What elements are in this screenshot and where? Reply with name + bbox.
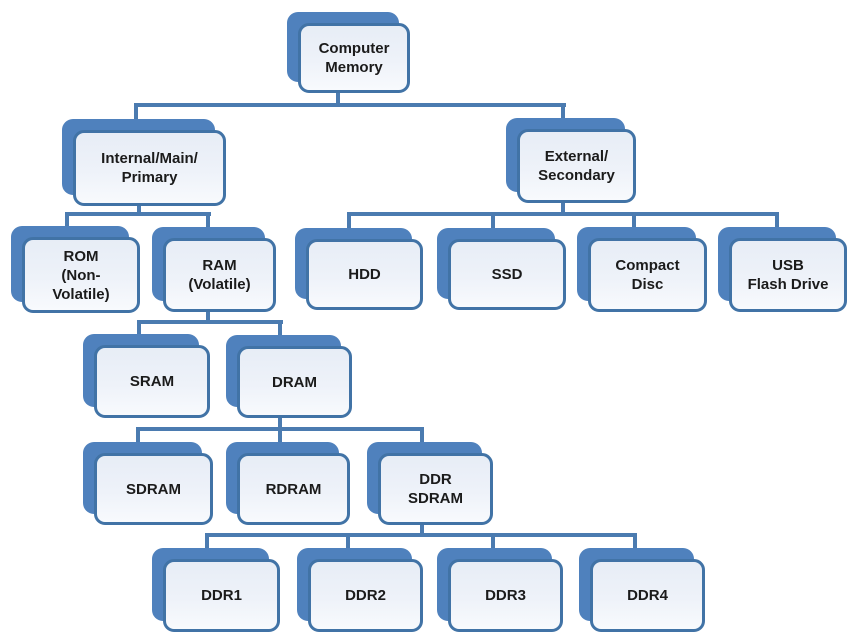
node-label: SDRAM: [126, 480, 181, 498]
node-label: DDR2: [345, 587, 386, 604]
node-card: RDRAM: [237, 453, 350, 525]
connector-dram-stub: [278, 415, 282, 428]
connector-rdram-drop: [278, 427, 282, 443]
connector-ddr-sdram-stub: [420, 522, 424, 535]
connector-internal-stub: [137, 203, 141, 213]
node-label: DDR SDRAM: [408, 471, 463, 507]
node-sram: SRAM: [83, 334, 210, 418]
node-usb-flash-drive: USB Flash Drive: [718, 227, 847, 312]
node-card: SRAM: [94, 345, 210, 418]
node-sdram: SDRAM: [83, 442, 213, 525]
node-card: DDR3: [448, 559, 563, 632]
connector-sdram-drop: [136, 427, 140, 443]
node-label: Internal/Main/ Primary: [101, 150, 198, 186]
node-card: RAM (Volatile): [163, 238, 276, 312]
node-label: SSD: [491, 266, 523, 283]
node-rom: ROM (Non- Volatile): [11, 226, 140, 313]
node-computer-memory: Computer Memory: [287, 12, 410, 93]
node-card: Compact Disc: [588, 238, 707, 312]
node-card: ROM (Non- Volatile): [22, 237, 140, 313]
node-card: SSD: [448, 239, 566, 310]
node-label: USB Flash Drive: [747, 257, 829, 293]
node-card: DDR SDRAM: [378, 453, 493, 525]
connector-level1-hline: [134, 103, 566, 107]
node-card: SDRAM: [94, 453, 213, 525]
node-external-secondary: External/ Secondary: [506, 118, 636, 203]
node-card: DDR2: [308, 559, 423, 632]
node-label: DDR3: [485, 587, 526, 604]
connector-rom-drop: [65, 212, 69, 227]
connector-ddr2-drop: [346, 533, 350, 549]
node-label: DDR4: [627, 587, 668, 604]
connector-ddr4-drop: [633, 533, 637, 549]
node-card: HDD: [306, 239, 423, 310]
connector-usb-drop: [775, 212, 779, 228]
connector-ram-drop: [206, 212, 210, 228]
node-rdram: RDRAM: [226, 442, 350, 525]
node-label: DRAM: [272, 373, 317, 391]
connector-ddr3-drop: [491, 533, 495, 549]
node-label: Computer Memory: [318, 40, 390, 76]
node-label: DDR1: [201, 587, 242, 604]
node-card: USB Flash Drive: [729, 238, 847, 312]
node-ddr-sdram: DDR SDRAM: [367, 442, 493, 525]
node-card: DDR4: [590, 559, 705, 632]
node-label: SRAM: [129, 373, 175, 390]
node-internal-main-primary: Internal/Main/ Primary: [62, 119, 226, 206]
node-card: DRAM: [237, 346, 352, 418]
connector-external-stub: [561, 200, 565, 214]
node-ddr1: DDR1: [152, 548, 280, 632]
connector-compact-disc-drop: [632, 212, 636, 228]
node-label: External/ Secondary: [538, 148, 615, 184]
node-ssd: SSD: [437, 228, 566, 310]
node-card: External/ Secondary: [517, 129, 636, 203]
node-label: ROM (Non- Volatile): [52, 247, 110, 303]
connector-hdd-drop: [347, 212, 351, 229]
connector-root-stub: [336, 90, 340, 104]
connector-ddr1-drop: [205, 533, 209, 549]
node-label: RDRAM: [265, 480, 322, 498]
node-ddr4: DDR4: [579, 548, 705, 632]
node-compact-disc: Compact Disc: [577, 227, 707, 312]
node-ddr2: DDR2: [297, 548, 423, 632]
connector-ddr-children-hline: [205, 533, 637, 537]
connector-dram-drop: [278, 320, 282, 336]
node-ram: RAM (Volatile): [152, 227, 276, 312]
connector-external-drop: [561, 103, 565, 118]
node-card: Computer Memory: [298, 23, 410, 93]
node-label: Compact Disc: [615, 257, 680, 293]
node-ddr3: DDR3: [437, 548, 563, 632]
node-hdd: HDD: [295, 228, 423, 310]
connector-internal-drop: [134, 103, 138, 119]
connector-external-children-hline: [347, 212, 779, 216]
connector-ram-children-hline: [137, 320, 283, 324]
connector-internal-children-hline: [65, 212, 211, 216]
node-card: Internal/Main/ Primary: [73, 130, 226, 206]
node-label: HDD: [348, 266, 381, 283]
node-label: RAM (Volatile): [188, 257, 251, 293]
node-dram: DRAM: [226, 335, 352, 418]
connector-ddr-sdram-drop: [420, 427, 424, 443]
connector-sram-drop: [137, 320, 141, 335]
node-card: DDR1: [163, 559, 280, 632]
connector-ssd-drop: [491, 212, 495, 229]
connector-ram-stub: [206, 309, 210, 322]
